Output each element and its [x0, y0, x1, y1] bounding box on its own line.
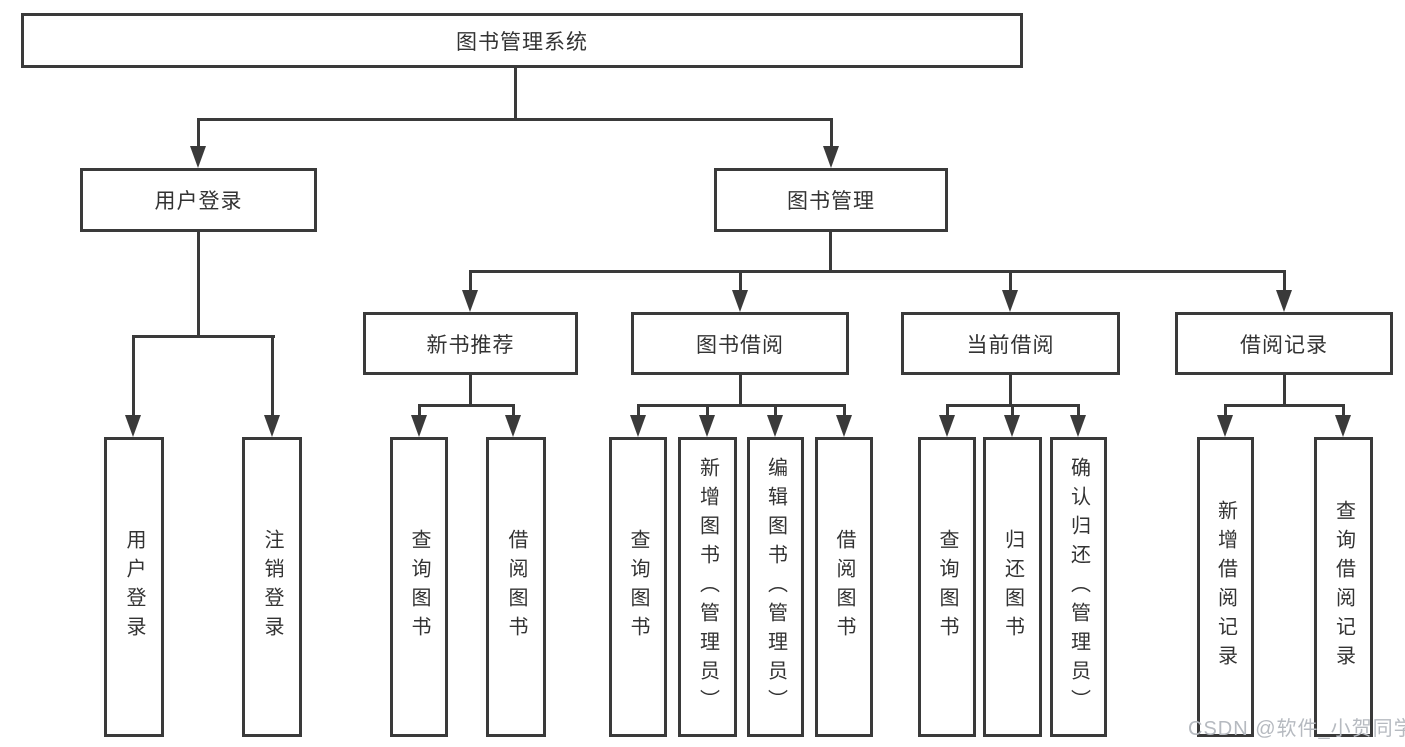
connector-level3-rail [469, 270, 1285, 273]
arrowhead-down-icon [1070, 415, 1086, 437]
connector-to-return-book [1011, 404, 1014, 415]
node-borrowing-records-label: 借阅记录 [1240, 333, 1328, 357]
connector-to-add-book [706, 404, 709, 415]
node-user-login-module-label: 用户登录 [154, 190, 243, 213]
connector-to-user-login-leaf [132, 335, 135, 415]
node-borrow-book-leaf-label: 借阅图书 [833, 529, 855, 645]
connector-to-logout-leaf [271, 335, 274, 415]
connector-to-user-login-module [197, 118, 200, 146]
node-borrow-book-leaf: 借阅图书 [815, 437, 873, 737]
arrowhead-down-icon [264, 415, 280, 437]
node-user-login-leaf: 用户登录 [104, 437, 164, 737]
node-query-book-current: 查询图书 [918, 437, 976, 737]
node-book-borrowing: 图书借阅 [631, 312, 849, 375]
arrowhead-down-icon [836, 415, 852, 437]
node-library-system-label: 图书管理系统 [456, 30, 588, 54]
arrowhead-down-icon [939, 415, 955, 437]
connector-records-rail [1224, 404, 1344, 407]
connector-book-management-drop [829, 232, 832, 272]
connector-to-edit-book [774, 404, 777, 415]
node-borrow-book-recommend: 借阅图书 [486, 437, 546, 737]
connector-to-add-record [1224, 404, 1227, 415]
connector-current-drop [1009, 375, 1012, 406]
node-book-borrowing-label: 图书借阅 [696, 333, 784, 357]
arrowhead-down-icon [462, 290, 478, 312]
arrowhead-down-icon [1335, 415, 1351, 437]
connector-level2-rail [197, 118, 833, 121]
connector-to-book-borrowing [739, 270, 742, 290]
node-add-book-admin-label: 新增图书（管理员） [696, 456, 719, 718]
arrowhead-down-icon [125, 415, 141, 437]
node-query-book-current-label: 查询图书 [936, 529, 958, 645]
connector-to-query-book-1 [418, 404, 421, 415]
connector-user-login-drop [197, 232, 200, 337]
connector-to-new-book-recommend [469, 270, 472, 290]
node-logout-login: 注销登录 [242, 437, 302, 737]
arrowhead-down-icon [1002, 290, 1018, 312]
node-return-book: 归还图书 [983, 437, 1042, 737]
node-edit-book-admin: 编辑图书（管理员） [747, 437, 804, 737]
node-confirm-return-admin: 确认归还（管理员） [1050, 437, 1107, 737]
connector-recommend-drop [469, 375, 472, 406]
node-query-book-borrowing-label: 查询图书 [627, 529, 649, 645]
node-logout-login-label: 注销登录 [261, 529, 283, 645]
connector-borrowing-drop [739, 375, 742, 406]
connector-to-borrow-book-2 [843, 404, 846, 415]
node-current-borrowing-label: 当前借阅 [966, 333, 1055, 357]
node-new-book-recommend-label: 新书推荐 [426, 333, 515, 357]
node-add-borrow-record: 新增借阅记录 [1197, 437, 1254, 737]
arrowhead-down-icon [767, 415, 783, 437]
node-query-book-recommend-label: 查询图书 [408, 529, 430, 645]
node-library-system: 图书管理系统 [21, 13, 1023, 68]
connector-to-current-borrowing [1009, 270, 1012, 290]
node-new-book-recommend: 新书推荐 [363, 312, 578, 375]
connector-to-confirm-return [1077, 404, 1080, 415]
node-borrow-book-recommend-label: 借阅图书 [505, 529, 527, 645]
node-return-book-label: 归还图书 [1001, 529, 1024, 645]
arrowhead-down-icon [190, 146, 206, 168]
node-user-login-module: 用户登录 [80, 168, 317, 232]
arrowhead-down-icon [699, 415, 715, 437]
node-query-borrow-record-label: 查询借阅记录 [1332, 500, 1355, 674]
connector-root-drop [514, 68, 517, 120]
connector-recommend-rail [418, 404, 514, 407]
connector-borrowing-rail [637, 404, 845, 407]
connector-to-query-record [1342, 404, 1345, 415]
node-add-borrow-record-label: 新增借阅记录 [1214, 500, 1237, 674]
node-add-book-admin: 新增图书（管理员） [678, 437, 737, 737]
arrowhead-down-icon [630, 415, 646, 437]
arrowhead-down-icon [1276, 290, 1292, 312]
connector-user-login-rail [132, 335, 275, 338]
node-query-book-recommend: 查询图书 [390, 437, 448, 737]
node-book-management-module-label: 图书管理 [787, 190, 875, 213]
node-current-borrowing: 当前借阅 [901, 312, 1120, 375]
arrowhead-down-icon [1004, 415, 1020, 437]
connector-to-query-book-2 [637, 404, 640, 415]
connector-to-borrow-book-1 [512, 404, 515, 415]
node-edit-book-admin-label: 编辑图书（管理员） [764, 456, 787, 718]
connector-to-book-management [830, 118, 833, 146]
node-user-login-leaf-label: 用户登录 [123, 529, 145, 645]
node-query-book-borrowing: 查询图书 [609, 437, 667, 737]
arrowhead-down-icon [1217, 415, 1233, 437]
node-query-borrow-record: 查询借阅记录 [1314, 437, 1373, 737]
csdn-watermark: CSDN @软件_小贺同学 [1188, 718, 1405, 740]
connector-records-drop [1283, 375, 1286, 406]
connector-to-query-book-3 [946, 404, 949, 415]
arrowhead-down-icon [732, 290, 748, 312]
node-book-management-module: 图书管理 [714, 168, 948, 232]
arrowhead-down-icon [411, 415, 427, 437]
connector-to-borrowing-records [1283, 270, 1286, 290]
node-confirm-return-admin-label: 确认归还（管理员） [1067, 456, 1090, 718]
node-borrowing-records: 借阅记录 [1175, 312, 1393, 375]
arrowhead-down-icon [823, 146, 839, 168]
arrowhead-down-icon [505, 415, 521, 437]
